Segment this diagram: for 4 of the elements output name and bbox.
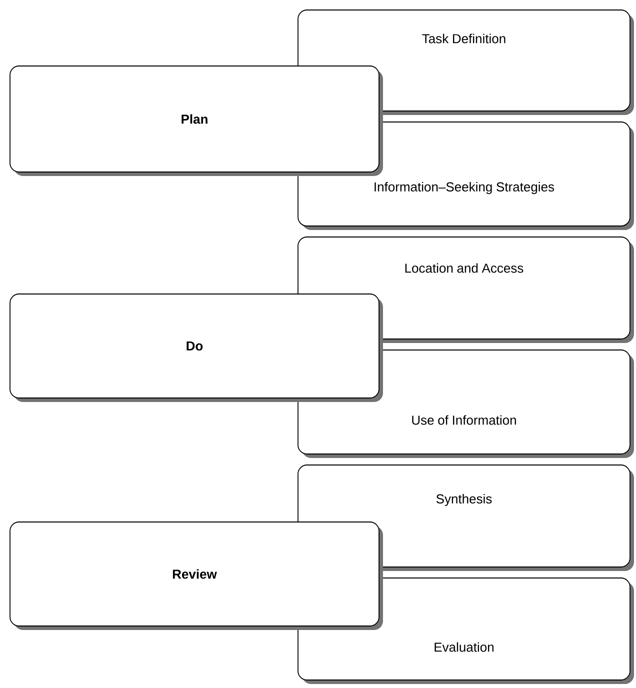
phase-box: Review bbox=[10, 522, 383, 630]
node-label: Use of Information bbox=[412, 415, 516, 425]
phase-box: Plan bbox=[10, 66, 383, 176]
phase-box: Do bbox=[10, 294, 383, 402]
